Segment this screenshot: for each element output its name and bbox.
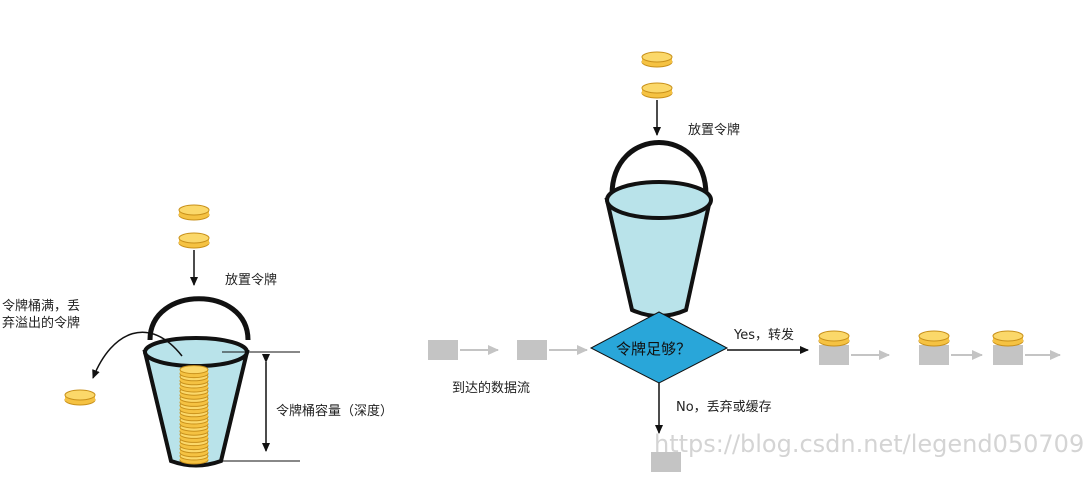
token-icon xyxy=(178,204,210,221)
forwarded-packet-with-token xyxy=(818,330,850,365)
overflow-token-icon xyxy=(64,389,96,406)
yes-label: Yes，转发 xyxy=(734,328,794,343)
token-icon xyxy=(641,51,673,68)
packet-icon xyxy=(428,340,458,360)
right-place-token-label: 放置令牌 xyxy=(688,123,741,138)
stacked-token-icon xyxy=(179,365,209,379)
arriving-stream-label: 到达的数据流 xyxy=(452,381,531,396)
overflow-label-line1: 令牌桶满，丢 xyxy=(2,299,81,314)
capacity-label: 令牌桶容量（深度） xyxy=(276,404,394,419)
overflow-arrow xyxy=(92,331,183,379)
left-place-token-label: 放置令牌 xyxy=(225,273,278,288)
no-label: No，丢弃或缓存 xyxy=(676,400,772,415)
token-icon xyxy=(178,232,210,249)
overflow-label-line2: 弃溢出的令牌 xyxy=(2,316,81,331)
forwarded-packet-with-token xyxy=(992,330,1024,365)
bucket-icon xyxy=(604,140,713,318)
packet-icon xyxy=(517,340,547,360)
right-panel xyxy=(428,51,1061,472)
token-stack xyxy=(179,365,209,465)
forwarded-packet-with-token xyxy=(918,330,950,365)
token-icon xyxy=(641,82,673,99)
decision-label: 令牌足够？ xyxy=(616,340,692,358)
dropped-packet-icon xyxy=(651,452,681,472)
watermark: https://blog.csdn.net/legend050709 xyxy=(654,430,1083,458)
left-panel xyxy=(64,204,300,468)
